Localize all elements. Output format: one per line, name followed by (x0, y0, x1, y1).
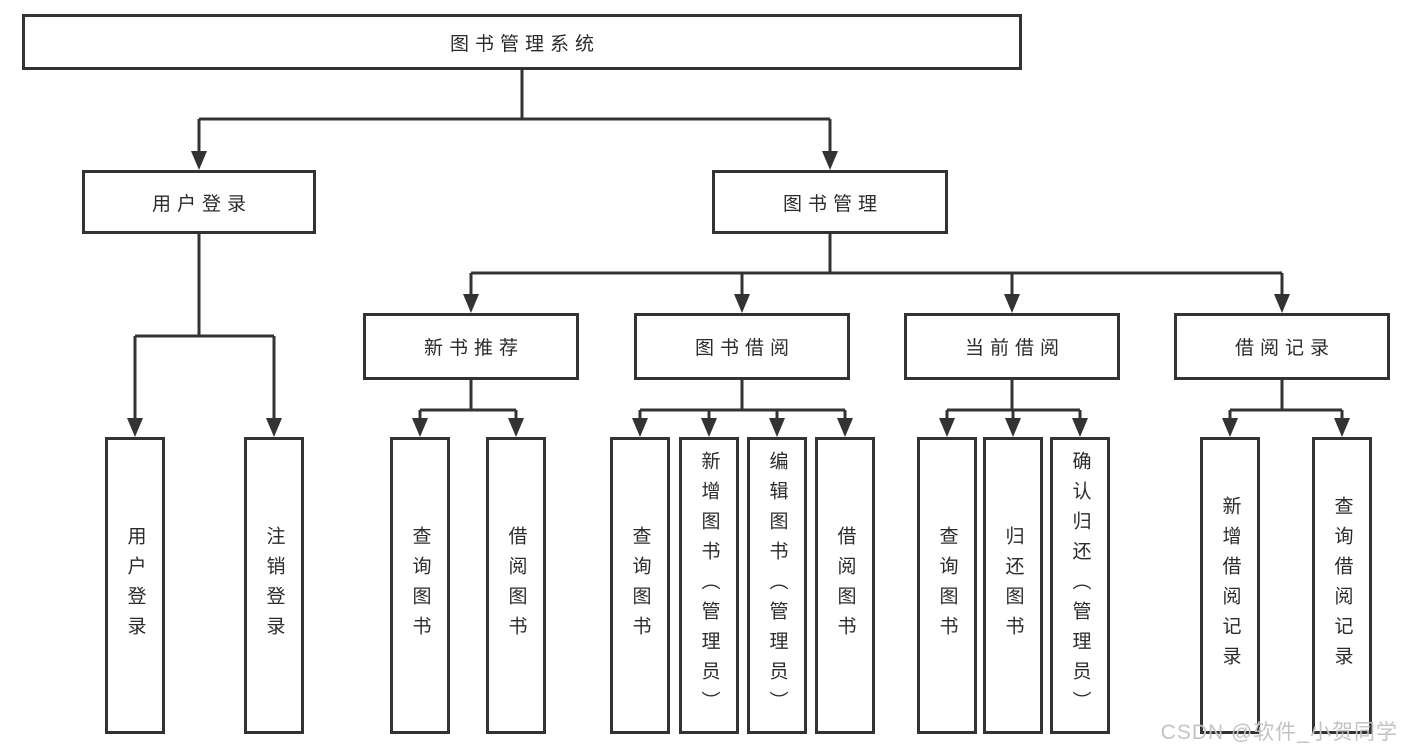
node-confirm-return-admin-label: 确认归还（管理员） (1069, 450, 1091, 721)
node-borrow-books-2-label: 借阅图书 (834, 525, 856, 646)
node-borrow-records-label: 借阅记录 (1234, 338, 1335, 359)
node-current-borrow: 当前借阅 (904, 313, 1120, 380)
watermark: CSDN @软件_小贺同学 (1160, 721, 1398, 744)
node-edit-books-admin: 编辑图书（管理员） (747, 437, 807, 734)
node-add-books-admin: 新增图书（管理员） (679, 437, 739, 734)
node-user-login-leaf-label: 用户登录 (124, 525, 146, 646)
node-confirm-return-admin: 确认归还（管理员） (1050, 437, 1110, 734)
node-user-login-label: 用户登录 (151, 193, 252, 215)
node-logout-leaf: 注销登录 (244, 437, 304, 734)
node-borrow-records: 借阅记录 (1174, 313, 1390, 380)
node-book-borrow: 图书借阅 (634, 313, 850, 380)
node-borrow-books-2: 借阅图书 (815, 437, 875, 734)
node-edit-books-admin-label: 编辑图书（管理员） (766, 450, 788, 721)
node-return-books-label: 归还图书 (1002, 525, 1024, 646)
node-return-books: 归还图书 (983, 437, 1043, 734)
node-new-book-recommend-label: 新书推荐 (423, 338, 524, 359)
node-book-management: 图书管理 (712, 170, 948, 234)
node-root: 图书管理系统 (22, 14, 1022, 70)
node-query-books-1: 查询图书 (390, 437, 450, 734)
node-book-management-label: 图书管理 (782, 193, 883, 215)
node-borrow-books-1-label: 借阅图书 (505, 525, 527, 646)
node-query-books-1-label: 查询图书 (409, 525, 431, 646)
node-logout-leaf-label: 注销登录 (263, 525, 285, 646)
node-root-label: 图书管理系统 (449, 33, 600, 55)
node-new-book-recommend: 新书推荐 (363, 313, 579, 380)
node-user-login-leaf: 用户登录 (105, 437, 165, 734)
node-query-borrow-record: 查询借阅记录 (1312, 437, 1372, 734)
node-query-books-3-label: 查询图书 (936, 525, 958, 646)
node-query-borrow-record-label: 查询借阅记录 (1331, 495, 1353, 676)
node-borrow-books-1: 借阅图书 (486, 437, 546, 734)
node-user-login: 用户登录 (82, 170, 316, 234)
node-query-books-2-label: 查询图书 (629, 525, 651, 646)
node-add-borrow-record: 新增借阅记录 (1200, 437, 1260, 734)
node-query-books-3: 查询图书 (917, 437, 977, 734)
node-add-books-admin-label: 新增图书（管理员） (698, 450, 720, 721)
node-current-borrow-label: 当前借阅 (964, 338, 1065, 359)
arrow-down-icons (127, 151, 1350, 437)
node-query-books-2: 查询图书 (610, 437, 670, 734)
node-add-borrow-record-label: 新增借阅记录 (1219, 495, 1241, 676)
node-book-borrow-label: 图书借阅 (694, 338, 795, 359)
